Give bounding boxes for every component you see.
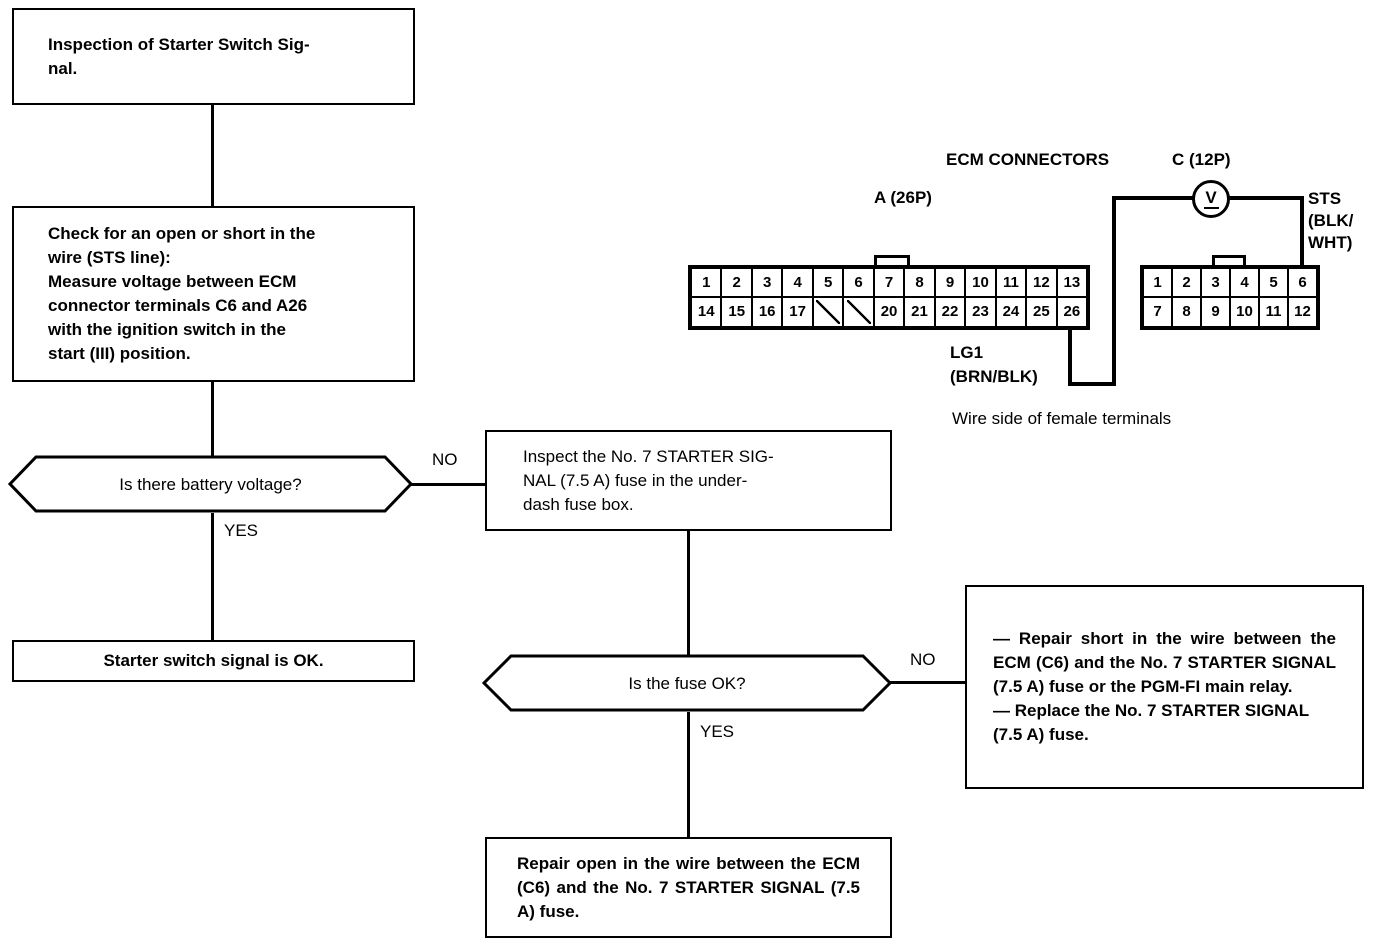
decision-fuse-ok-shape (482, 654, 892, 712)
decision1-no-label: NO (432, 450, 458, 469)
connector-line-step2-decision1 (211, 382, 214, 457)
connector-a-26p: 1 2 3 4 5 6 7 8 9 10 11 12 13 14 15 16 1… (688, 255, 1090, 330)
pin-c-4: 4 (1231, 269, 1260, 298)
wire-lg1-vertical-to-meter (1112, 196, 1116, 386)
pin-c-9: 9 (1202, 297, 1231, 326)
wire-label-lg1: LG1 (BRN/BLK) (950, 343, 1038, 386)
pin-c-11: 11 (1260, 297, 1289, 326)
decision-fuse-ok: Is the fuse OK? (482, 654, 892, 712)
decision1-yes-label: YES (224, 521, 259, 540)
flow-box-check-open-short: Check for an open or short in the wire (… (12, 206, 415, 382)
decision-fuse-ok-label: Is the fuse OK? (628, 673, 746, 693)
pin-c-8: 8 (1173, 297, 1202, 326)
pin-a-19-blank (844, 297, 875, 326)
wire-label-sts: STS (BLK/ WHT) (1308, 189, 1354, 252)
pin-a-13: 13 (1057, 269, 1087, 298)
pin-a-22: 22 (935, 297, 967, 326)
pin-a-7: 7 (874, 269, 906, 298)
flow-box-signal-ok: Starter switch signal is OK. (12, 640, 415, 682)
wire-sts-lead-from-meter (1228, 196, 1304, 200)
connector-line-step1-step2 (211, 105, 214, 206)
pin-c-10: 10 (1231, 297, 1260, 326)
flow-box-repair-short: — Repair short in the wire between the E… (965, 585, 1364, 789)
connector-line-step3-decision2 (687, 531, 690, 656)
pin-a-6: 6 (844, 269, 875, 298)
connector-c-row-top: 1 2 3 4 5 6 (1144, 269, 1316, 298)
pin-a-23: 23 (966, 297, 997, 326)
pin-a-4: 4 (783, 269, 814, 298)
decision-battery-voltage-shape (8, 455, 413, 513)
flow-box-inspection-start-text: Inspection of Starter Switch Sig- nal. (48, 34, 310, 78)
pin-c-2: 2 (1173, 269, 1202, 298)
pin-a-10: 10 (966, 269, 997, 298)
voltmeter-symbol: V (1192, 180, 1230, 218)
connector-a-row-top: 1 2 3 4 5 6 7 8 9 10 11 12 13 (692, 269, 1087, 298)
pin-a-9: 9 (935, 269, 967, 298)
connector-line-decision2-yes (687, 712, 690, 837)
pin-a-17: 17 (783, 297, 814, 326)
connector-a-frame: 1 2 3 4 5 6 7 8 9 10 11 12 13 14 15 16 1… (688, 265, 1090, 330)
connector-view-caption: Wire side of female terminals (952, 409, 1172, 428)
flow-box-inspect-fuse-text: Inspect the No. 7 STARTER SIG- NAL (7.5 … (523, 446, 774, 514)
wire-lg1-vertical-from-pin26 (1068, 328, 1072, 386)
pin-a-15: 15 (722, 297, 753, 326)
pin-a-16: 16 (752, 297, 784, 326)
pin-a-12: 12 (1027, 269, 1058, 298)
voltmeter-v-glyph: V (1205, 188, 1217, 207)
pin-a-2: 2 (722, 269, 753, 298)
pin-a-25: 25 (1027, 297, 1058, 326)
flow-box-inspection-start: Inspection of Starter Switch Sig- nal. (12, 8, 415, 105)
pin-a-18-blank (813, 297, 845, 326)
pin-c-7: 7 (1144, 297, 1173, 326)
connector-c-title: C (12P) (1172, 150, 1231, 169)
pin-a-21: 21 (905, 297, 936, 326)
connector-c-latch-tab (1212, 255, 1246, 267)
connector-a-title: A (26P) (874, 188, 932, 207)
connector-c-12p: 1 2 3 4 5 6 7 8 9 10 11 12 (1140, 255, 1320, 330)
decision2-no-label: NO (910, 650, 936, 669)
pin-a-5: 5 (813, 269, 845, 298)
pin-a-14: 14 (692, 297, 723, 326)
decision2-yes-label: YES (700, 722, 735, 741)
voltmeter-dc-bar (1203, 207, 1219, 209)
connector-a-latch-tab (874, 255, 910, 267)
connector-c-row-bottom: 7 8 9 10 11 12 (1144, 297, 1316, 326)
flow-box-repair-short-item2: — Replace the No. 7 STARTER SIGNAL (7.5 … (993, 701, 1309, 744)
flow-box-check-open-short-text: Check for an open or short in the wire (… (48, 224, 316, 363)
wire-lg1-horizontal (1068, 382, 1116, 386)
pin-a-20: 20 (874, 297, 906, 326)
pin-a-3: 3 (752, 269, 784, 298)
pin-a-8: 8 (905, 269, 936, 298)
pin-a-1: 1 (692, 269, 723, 298)
connector-line-decision1-no (411, 483, 485, 486)
pin-a-26: 26 (1057, 297, 1087, 326)
connector-c-frame: 1 2 3 4 5 6 7 8 9 10 11 12 (1140, 265, 1320, 330)
flow-box-repair-open: Repair open in the wire between the ECM … (485, 837, 892, 938)
decision-battery-voltage-label: Is there battery voltage? (119, 474, 302, 494)
flow-box-inspect-fuse: Inspect the No. 7 STARTER SIG- NAL (7.5 … (485, 430, 892, 531)
pin-c-12: 12 (1289, 297, 1316, 326)
decision-battery-voltage: Is there battery voltage? (8, 455, 413, 513)
flow-box-repair-open-text: Repair open in the wire between the ECM … (517, 853, 860, 921)
pin-a-11: 11 (996, 269, 1028, 298)
pin-c-5: 5 (1260, 269, 1289, 298)
flow-box-repair-short-item1: — Repair short in the wire between the E… (993, 629, 1336, 696)
pin-c-1: 1 (1144, 269, 1173, 298)
pin-c-3: 3 (1202, 269, 1231, 298)
connector-a-row-bottom: 14 15 16 17 20 21 22 23 24 25 26 (692, 297, 1087, 326)
flow-box-signal-ok-text: Starter switch signal is OK. (103, 651, 324, 670)
wire-sts-vertical-to-pin6 (1300, 196, 1304, 268)
connector-line-decision2-no (890, 681, 968, 684)
wire-lg1-lead-into-meter (1112, 196, 1194, 200)
connector-line-decision1-yes (211, 513, 214, 643)
ecm-connectors-heading: ECM CONNECTORS (946, 150, 1110, 169)
pin-c-6: 6 (1289, 269, 1316, 298)
pin-a-24: 24 (996, 297, 1028, 326)
